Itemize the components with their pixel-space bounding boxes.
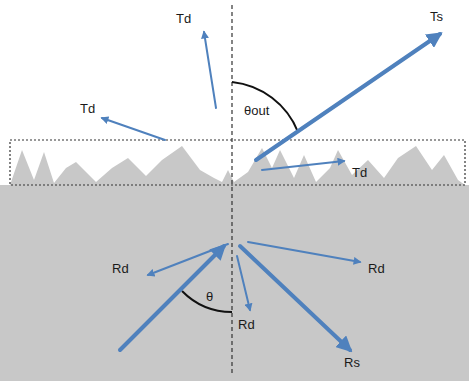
rough-layer-box bbox=[10, 140, 465, 185]
ray-label: Rd bbox=[238, 318, 255, 331]
ray-label: Rs bbox=[344, 356, 360, 369]
ray-label: θout bbox=[244, 104, 269, 117]
ray-label: Ts bbox=[430, 10, 443, 23]
ray-label: θ bbox=[206, 290, 213, 303]
specular-transmission bbox=[256, 34, 440, 160]
substrate bbox=[0, 185, 469, 381]
ray-label: Rd bbox=[368, 262, 385, 275]
diffuse-reflection bbox=[248, 242, 360, 262]
diffuse-reflection bbox=[148, 244, 228, 275]
rough-surface bbox=[10, 146, 465, 185]
incident-ray bbox=[120, 246, 224, 350]
diffuse-transmission bbox=[262, 161, 344, 170]
theta-out-arc bbox=[232, 82, 298, 132]
specular-reflection bbox=[240, 246, 350, 350]
ray-label: Td bbox=[352, 166, 367, 179]
theta-arc bbox=[182, 291, 232, 312]
ray-label: Rd bbox=[112, 262, 129, 275]
diffuse-reflection bbox=[237, 256, 250, 310]
ray-label: Td bbox=[176, 12, 191, 25]
surface-normal bbox=[231, 5, 232, 376]
diffuse-transmission bbox=[204, 32, 216, 108]
diffuse-transmission bbox=[102, 118, 165, 140]
ray-label: Td bbox=[80, 102, 95, 115]
